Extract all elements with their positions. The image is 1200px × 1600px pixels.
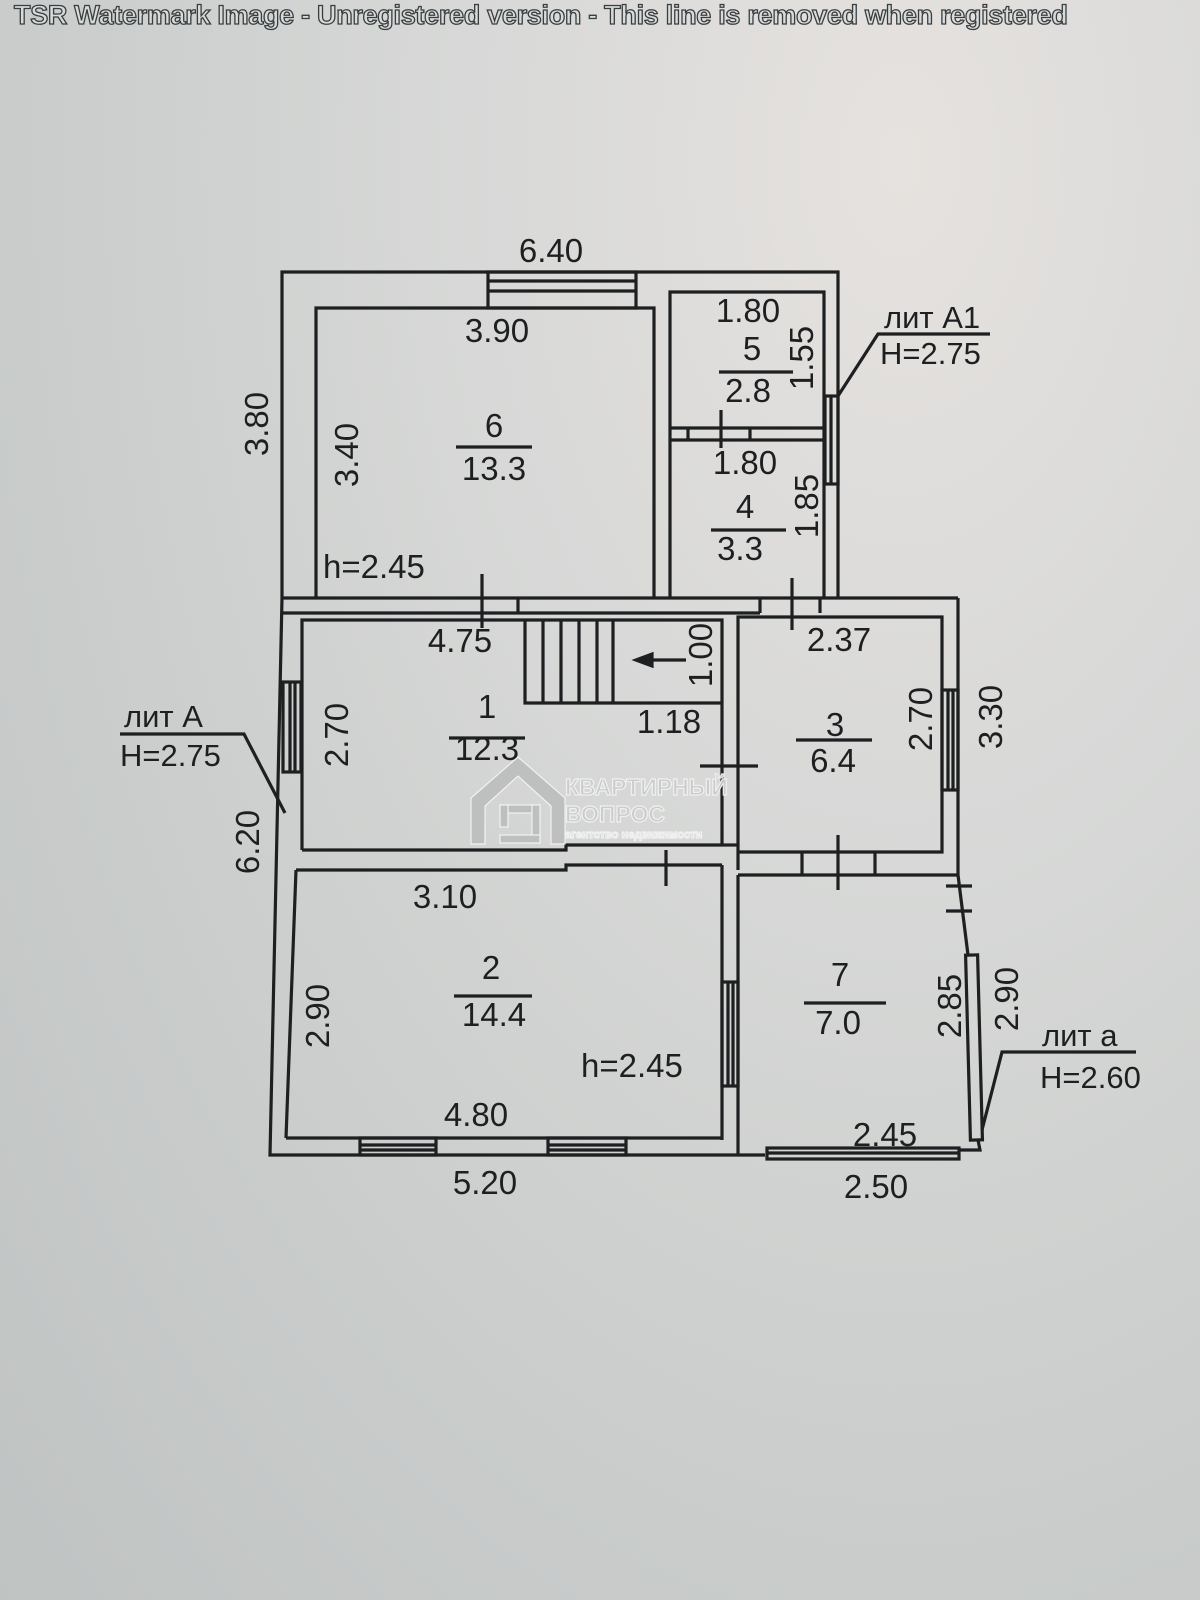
window-room1-left: [281, 680, 303, 774]
logo-line2: ВОПРОС: [565, 801, 665, 827]
watermark-banner: TSR Watermark Image - Unregistered versi…: [13, 0, 1068, 31]
room-dim-height: 2.90: [299, 984, 336, 1048]
window-room2-right: [720, 980, 740, 1088]
room-area: 14.4: [462, 996, 526, 1033]
room-number: 2: [482, 949, 500, 986]
building-name: лит а: [1042, 1018, 1118, 1053]
stair-dim-length: 1.18: [637, 703, 701, 740]
label-lit-a: лит A H=2.75: [120, 699, 221, 773]
label-lit-a1: лит A1 H=2.75: [880, 300, 981, 371]
dim-a-bottom-width: 5.20: [453, 1164, 517, 1201]
room-dim-height: 2.70: [902, 687, 939, 751]
room-area: 7.0: [815, 1004, 861, 1041]
room-2: 2 14.4 3.10 2.90 4.80 h=2.45: [299, 878, 683, 1133]
room-dim-height: 1.85: [788, 474, 825, 538]
dim-small-a-right-height: 2.90: [988, 967, 1025, 1031]
logo-line3: агентство недвижимости: [565, 829, 702, 841]
stairs: [523, 620, 722, 705]
room-7: 7 7.0 2.85 2.45: [815, 956, 968, 1153]
dim-a-right-height: 3.30: [972, 685, 1009, 749]
room-dim-bottom: 2.45: [853, 1116, 917, 1153]
label-lit-a-small: лит а H=2.60: [1040, 1018, 1141, 1095]
agency-logo: КВАРТИРНЫЙ ВОПРОС агентство недвижимости: [470, 756, 728, 845]
window-room3: [940, 688, 960, 792]
room-area: 2.8: [725, 372, 771, 409]
building-height: H=2.75: [120, 738, 221, 773]
room-number: 1: [478, 688, 496, 725]
room-area: 12.3: [455, 730, 519, 767]
room-number: 4: [736, 488, 754, 525]
outer-dimensions: 6.40 3.80 6.20 5.20 2.50 3.30 2.90: [229, 232, 1025, 1205]
room-6: 6 13.3 3.90 3.40 h=2.45: [323, 312, 529, 585]
room-dim-width: 1.80: [713, 444, 777, 481]
building-name: лит A: [124, 699, 203, 734]
room-dim-width: 1.80: [716, 292, 780, 329]
room-area: 3.3: [717, 530, 763, 567]
room-area: 6.4: [810, 742, 856, 779]
ceiling-height: h=2.45: [323, 548, 425, 585]
room-number: 3: [826, 706, 844, 743]
logo-line1: КВАРТИРНЫЙ: [565, 773, 728, 800]
leader-lit-a-small: [980, 1050, 1136, 1131]
ceiling-height: h=2.45: [581, 1047, 683, 1084]
room-dim-width: 3.10: [413, 878, 477, 915]
room-dim-width: 2.37: [807, 621, 871, 658]
room-3: 3 6.4 2.37 2.70: [807, 621, 939, 779]
room-number: 6: [485, 407, 503, 444]
room-4: 1.80 4 3.3 1.85: [713, 444, 825, 567]
building-name: лит A1: [884, 300, 980, 335]
room-number: 7: [831, 956, 849, 993]
walls: [120, 270, 1136, 1161]
room-5: 1.80 5 2.8 1.55: [716, 292, 820, 409]
house-icon: [470, 756, 566, 845]
room-number: 5: [743, 330, 761, 367]
building-height: H=2.60: [1040, 1060, 1141, 1095]
dim-small-a-bottom-width: 2.50: [844, 1168, 908, 1205]
dim-a1-height: 3.80: [238, 392, 275, 456]
room-dim-height: 3.40: [328, 423, 365, 487]
leader-lit-a1: [836, 332, 990, 397]
room-dim-width: 3.90: [465, 312, 529, 349]
window-room7-right: [963, 953, 985, 1142]
dim-top-width: 6.40: [519, 232, 583, 269]
building-height: H=2.75: [880, 336, 981, 371]
stair-dim-width: 1.00: [682, 623, 719, 687]
room-dim-width: 4.75: [428, 622, 492, 659]
room-dim-height: 1.55: [783, 326, 820, 390]
room-dim-height: 2.70: [318, 703, 355, 767]
room-area: 13.3: [462, 450, 526, 487]
room-dim-height: 2.85: [931, 974, 968, 1038]
room-dim-bottom: 4.80: [444, 1096, 508, 1133]
room-1: 1 12.3 4.75 2.70 1.00 1.18: [318, 622, 719, 767]
wall-room6-inner: [314, 306, 656, 598]
leader-lit-a: [120, 732, 287, 814]
dim-a-height: 6.20: [229, 810, 266, 874]
